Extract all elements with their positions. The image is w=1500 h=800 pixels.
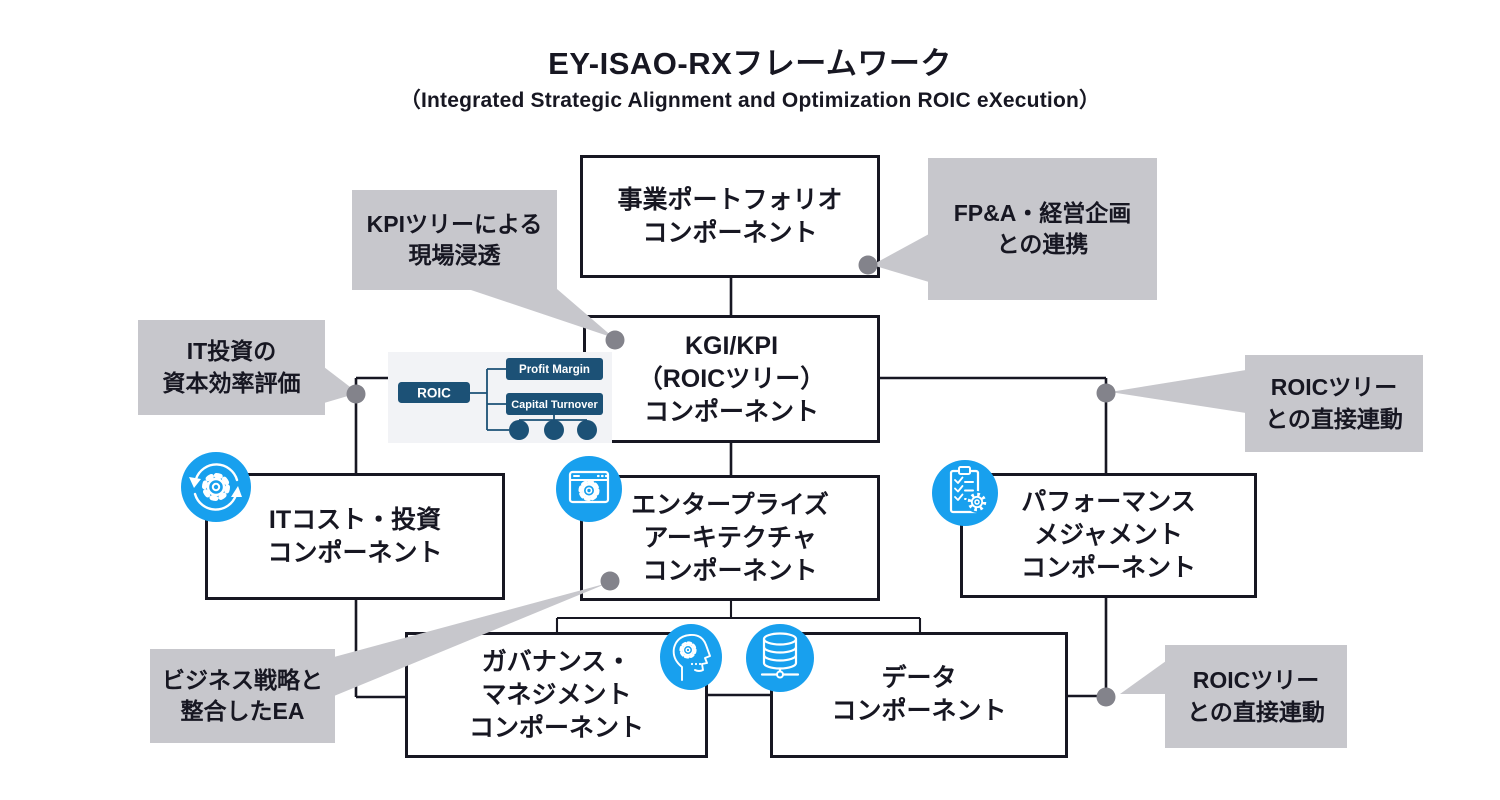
connector-dot: [346, 384, 366, 404]
box-business-portfolio: 事業ポートフォリオ コンポーネント: [580, 155, 880, 278]
box-label: データ コンポーネント: [831, 664, 1007, 725]
connector-dot: [1096, 383, 1116, 403]
callout-wedge: [468, 289, 614, 338]
roic-leaf-node: [509, 420, 529, 440]
box-performance-measurement: パフォーマンス メジャメント コンポーネント: [960, 473, 1257, 598]
callout-label: ビジネス戦略と 整合したEA: [162, 666, 323, 724]
box-data: データ コンポーネント: [770, 632, 1068, 758]
callout-kpi-tree: KPIツリーによる 現場浸透: [352, 190, 557, 290]
callout-label: ROICツリー との直接連動: [1187, 667, 1325, 725]
callout-business-strategy: ビジネス戦略と 整合したEA: [150, 649, 335, 743]
callout-wedge: [1110, 370, 1246, 413]
callout-label: KPIツリーによる 現場浸透: [366, 210, 543, 268]
callout-roic-link-bottom: ROICツリー との直接連動: [1165, 645, 1347, 748]
callout-wedge: [1120, 661, 1166, 694]
box-label: ITコスト・投資 コンポーネント: [267, 505, 443, 567]
box-label: ガバナンス・ マネジメント コンポーネント: [468, 647, 644, 742]
connector-dot: [1096, 687, 1116, 707]
box-label: KGI/KPI （ROICツリー） コンポーネント: [637, 331, 826, 426]
callout-roic-link-right: ROICツリー との直接連動: [1245, 355, 1423, 452]
roic-node-label: Capital Turnover: [511, 399, 598, 411]
roic-root-node: ROIC: [398, 382, 470, 403]
connector-dot: [605, 330, 625, 350]
box-it-cost: ITコスト・投資 コンポーネント: [205, 473, 505, 600]
diagram-title: EY-ISAO-RXフレームワーク: [548, 46, 952, 81]
roic-node-profit-margin: Profit Margin: [506, 358, 603, 380]
box-label: 事業ポートフォリオ コンポーネント: [617, 185, 843, 247]
callout-label: ROICツリー との直接連動: [1265, 374, 1403, 432]
diagram-subtitle: （Integrated Strategic Alignment and Opti…: [399, 89, 1101, 112]
roic-node-label: Profit Margin: [519, 364, 590, 376]
roic-leaf-node: [577, 420, 597, 440]
callout-wedge: [334, 583, 608, 696]
connector-dot: [858, 255, 878, 275]
roic-tree-branches: [470, 368, 587, 431]
box-label: パフォーマンス メジャメント コンポーネント: [1020, 488, 1196, 582]
browser-gear-icon: [556, 456, 622, 522]
head-gear-icon: [660, 624, 722, 690]
callout-wedge: [872, 234, 929, 282]
callout-label: IT投資の 資本効率評価: [162, 338, 301, 396]
callout-label: FP&A・経営企画 との連携: [953, 199, 1132, 257]
clipboard-checklist-icon: [932, 460, 998, 526]
database-network-icon: [746, 624, 814, 692]
roic-root-label: ROIC: [417, 386, 451, 401]
box-enterprise-architecture: エンタープライズ アーキテクチャ コンポーネント: [580, 475, 880, 601]
box-kgi-kpi: KGI/KPI （ROICツリー） コンポーネント: [583, 315, 880, 443]
callout-fpa: FP&A・経営企画 との連携: [928, 158, 1157, 300]
box-label: エンタープライズ アーキテクチャ コンポーネント: [631, 490, 829, 585]
roic-node-capital-turnover: Capital Turnover: [506, 393, 603, 415]
callout-it-investment: IT投資の 資本効率評価: [138, 320, 325, 415]
roic-tree-inset: ROIC Profit Margin Capital Turnover: [388, 352, 612, 443]
box-governance-management: ガバナンス・ マネジメント コンポーネント: [405, 632, 708, 758]
roic-leaf-node: [544, 420, 564, 440]
bracket-line: [555, 601, 922, 633]
sync-gear-icon: [181, 452, 251, 522]
connector-dot: [600, 571, 620, 591]
